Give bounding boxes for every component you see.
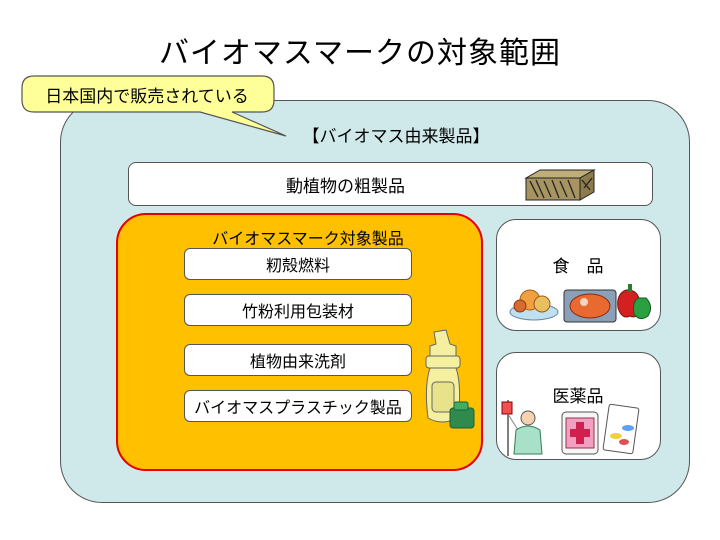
item-biomass-plastic: バイオマスプラスチック製品 <box>184 390 412 422</box>
item-plant-detergent: 植物由来洗剤 <box>184 344 412 376</box>
cleaning-products-icon <box>425 329 475 429</box>
item-rice-husk-fuel: 籾殻燃料 <box>184 248 412 280</box>
food-icon <box>509 284 652 323</box>
hay-bale-icon <box>524 169 596 201</box>
food-label: 食 品 <box>552 257 604 277</box>
crude-products-label: 動植物の粗製品 <box>286 176 405 197</box>
biomass-products-label: 【バイオマス由来製品】 <box>302 127 490 147</box>
item-bamboo-packaging: 竹粉利用包装材 <box>184 294 412 326</box>
medicine-icon <box>501 400 640 456</box>
diagram-title: バイオマスマークの対象範囲 <box>158 36 562 71</box>
biomass-mark-target-label: バイオマスマーク対象製品 <box>212 229 404 248</box>
callout-text: 日本国内で販売されている <box>45 86 249 107</box>
medicine-label: 医薬品 <box>552 387 604 407</box>
